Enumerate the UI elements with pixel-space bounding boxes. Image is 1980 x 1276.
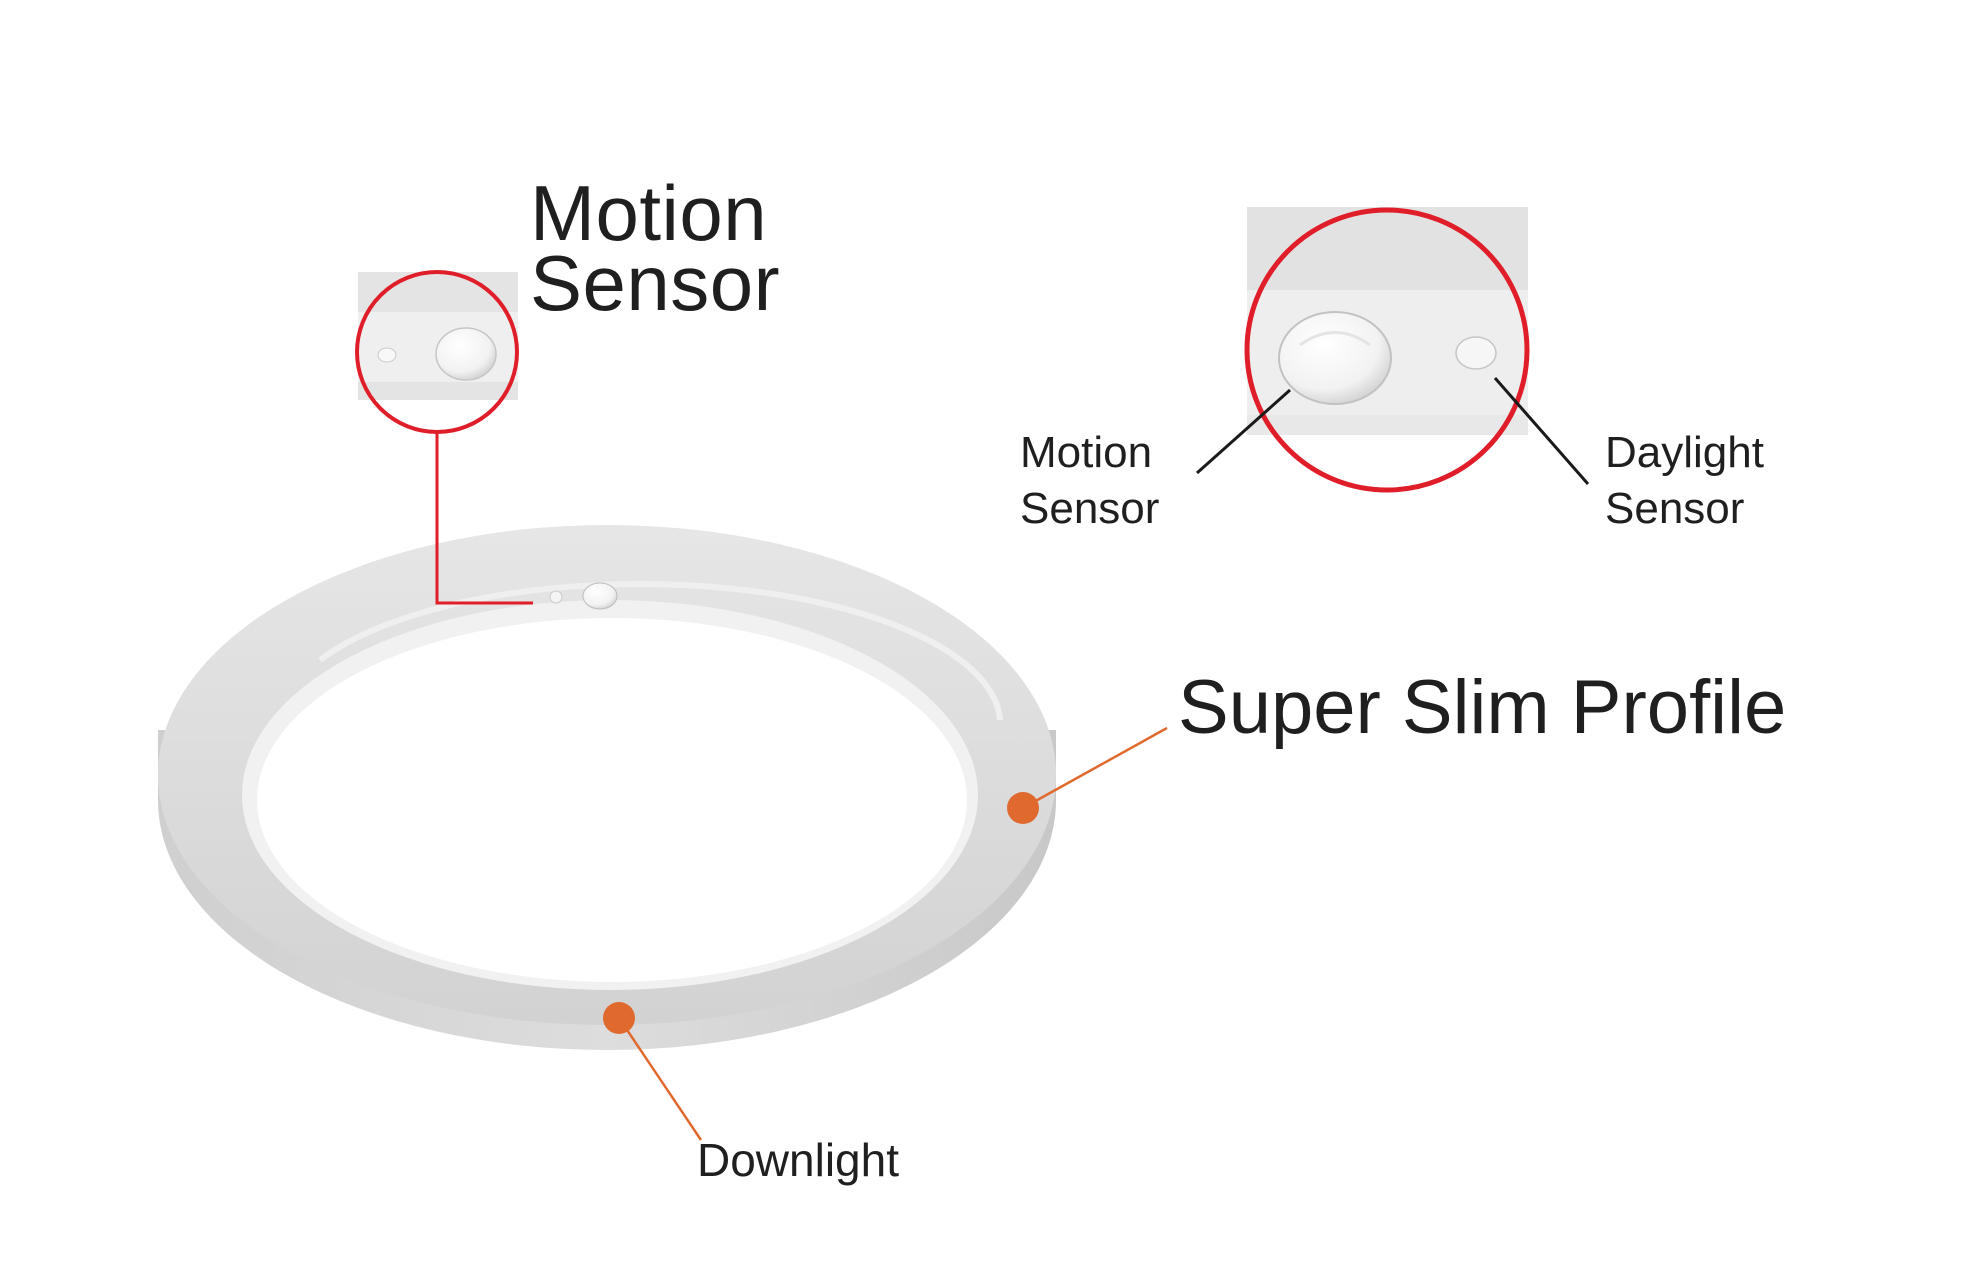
motion-sensor-main-label-line1: Motion bbox=[530, 169, 768, 257]
motion-sensor-detail-label-line1: Motion bbox=[1020, 428, 1153, 477]
daylight-sensor-detail-label: Daylight Sensor bbox=[1605, 425, 1764, 537]
downlight-dot bbox=[603, 1002, 635, 1034]
sensor-detail-zoom bbox=[1244, 207, 1530, 493]
daylight-sensor-detail-label-line2: Sensor bbox=[1605, 484, 1745, 533]
detail-zoom-lower-band bbox=[1247, 415, 1528, 435]
super-slim-profile-dot bbox=[1007, 792, 1039, 824]
detail-daylight-sensor-leader bbox=[1493, 377, 1590, 485]
rim-daylight-sensor-dot bbox=[549, 590, 563, 604]
zoom-inset-daylight-dot bbox=[377, 347, 397, 363]
fixture-diffuser bbox=[257, 618, 967, 982]
fixture-rim-highlight bbox=[318, 581, 1003, 721]
super-slim-profile-leader bbox=[1022, 726, 1168, 810]
motion-sensor-main-label-line2: Sensor bbox=[530, 239, 781, 327]
super-slim-profile-callout bbox=[1007, 726, 1168, 824]
downlight-leader bbox=[617, 1017, 703, 1141]
sensor-detail-highlight-ring bbox=[1244, 207, 1530, 493]
detail-motion-dome-facet bbox=[1299, 331, 1371, 347]
rim-motion-sensor-dome bbox=[582, 582, 618, 610]
detail-motion-sensor-leader bbox=[1196, 388, 1291, 475]
downlight-callout bbox=[603, 1002, 703, 1141]
detail-motion-dome bbox=[1278, 311, 1392, 405]
motion-sensor-main-label: Motion Sensor bbox=[530, 169, 781, 327]
zoom-inset-motion-dome bbox=[435, 327, 497, 381]
motion-sensor-leader-line bbox=[435, 432, 533, 605]
super-slim-profile-label: Super Slim Profile bbox=[1178, 665, 1787, 750]
motion-sensor-detail-label-line2: Sensor bbox=[1020, 484, 1160, 533]
detail-daylight-dot bbox=[1455, 336, 1497, 370]
motion-sensor-detail-label: Motion Sensor bbox=[1020, 425, 1159, 537]
ceiling-light-fixture bbox=[158, 525, 1056, 1050]
motion-sensor-zoom-inset bbox=[355, 270, 519, 434]
daylight-sensor-detail-label-line1: Daylight bbox=[1605, 428, 1764, 477]
downlight-label: Downlight bbox=[697, 1134, 899, 1186]
